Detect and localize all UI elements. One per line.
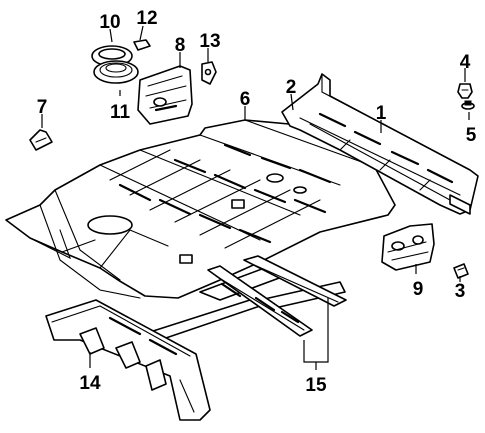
hook-13: [201, 61, 217, 85]
bolt-7: [29, 129, 53, 151]
callout-9: 9: [413, 279, 424, 300]
clip-12: [133, 39, 151, 51]
callout-13: 13: [199, 31, 220, 52]
callout-14: 14: [79, 373, 101, 394]
callout-10: 10: [99, 12, 120, 33]
callout-1: 1: [376, 103, 387, 124]
leader-line-10: [109, 28, 113, 43]
bracket-9: [381, 223, 435, 271]
leader-line-2: [290, 93, 294, 111]
callout-12: 12: [136, 8, 157, 29]
callout-5: 5: [466, 125, 477, 146]
callout-8: 8: [175, 35, 186, 56]
nut-5: [461, 100, 475, 110]
callout-2: 2: [286, 77, 297, 98]
rear-crossmember-14: [45, 299, 211, 421]
callout-4: 4: [460, 52, 471, 73]
callout-7: 7: [37, 97, 48, 118]
crossmember-frame-15: [149, 255, 347, 341]
side-sill-rail: [281, 73, 479, 215]
clip-4: [457, 83, 473, 99]
callout-6: 6: [240, 89, 251, 110]
callout-11: 11: [110, 102, 131, 123]
plate-3: [453, 263, 469, 279]
rear-floor-pan: [5, 119, 396, 299]
leader-line-12: [139, 25, 144, 41]
callout-3: 3: [455, 281, 466, 302]
callout-15: 15: [305, 375, 327, 396]
leader-bracket-15: [303, 298, 329, 363]
bracket-plate-8: [137, 65, 193, 125]
plug-11: [93, 60, 139, 84]
